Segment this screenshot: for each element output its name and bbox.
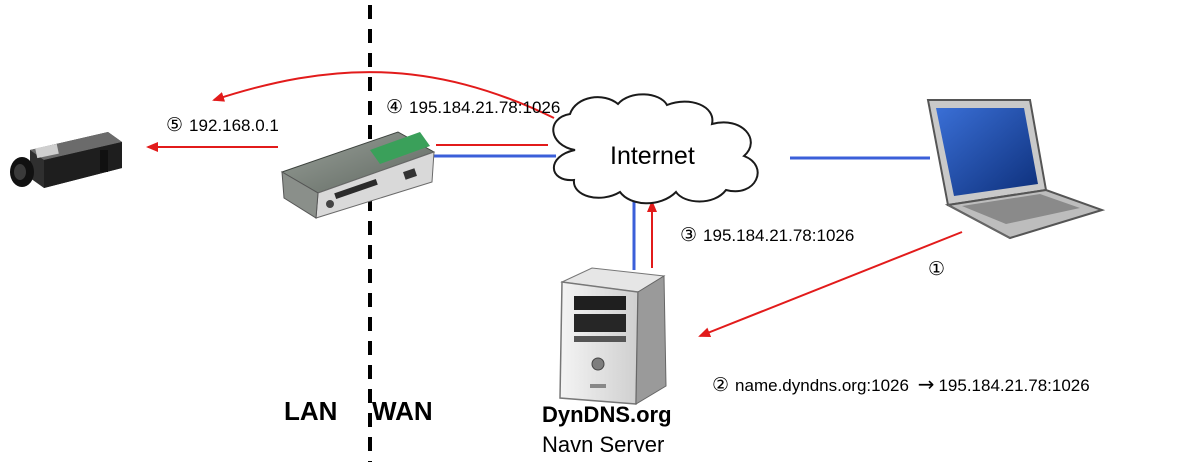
- step-4-label: ④ 195.184.21.78:1026: [386, 96, 560, 118]
- step-3-label: ③ 195.184.21.78:1026: [680, 224, 854, 246]
- step-2-label: ② name.dyndns.org:1026 →195.184.21.78:102…: [712, 372, 1090, 396]
- step-2-number: ②: [712, 374, 730, 396]
- step-3-address: 195.184.21.78:1026: [703, 226, 855, 245]
- step-3-number: ③: [680, 224, 698, 246]
- step-4-address: 195.184.21.78:1026: [409, 98, 561, 117]
- camera-icon: [10, 132, 122, 188]
- router-icon: [280, 131, 436, 219]
- step-4-number: ④: [386, 96, 404, 118]
- step-5-number: ⑤: [166, 114, 184, 136]
- step-2-result: 195.184.21.78:1026: [938, 376, 1090, 395]
- server-name: DynDNS.org: [542, 402, 672, 427]
- step-1-number: ①: [928, 258, 946, 280]
- request-arrows: [146, 71, 963, 337]
- arrow-4-internet-to-router: [212, 71, 555, 119]
- step-1-label: ①: [928, 258, 951, 280]
- cloud-icon: [552, 93, 759, 205]
- step-5-label: ⑤ 192.168.0.1: [166, 114, 279, 136]
- laptop-icon: [926, 99, 1106, 240]
- step-2-hostname: name.dyndns.org:1026: [735, 376, 909, 395]
- arrow-1-laptop-to-server: [698, 231, 963, 337]
- server-icon: [559, 267, 667, 405]
- network-links: [432, 154, 930, 270]
- step-2-arrow: →: [917, 372, 935, 396]
- internet-label: Internet: [610, 142, 695, 170]
- wan-label: WAN: [372, 396, 433, 426]
- step-5-address: 192.168.0.1: [189, 116, 279, 135]
- server-role: Navn Server: [542, 432, 665, 457]
- lan-label: LAN: [284, 396, 338, 426]
